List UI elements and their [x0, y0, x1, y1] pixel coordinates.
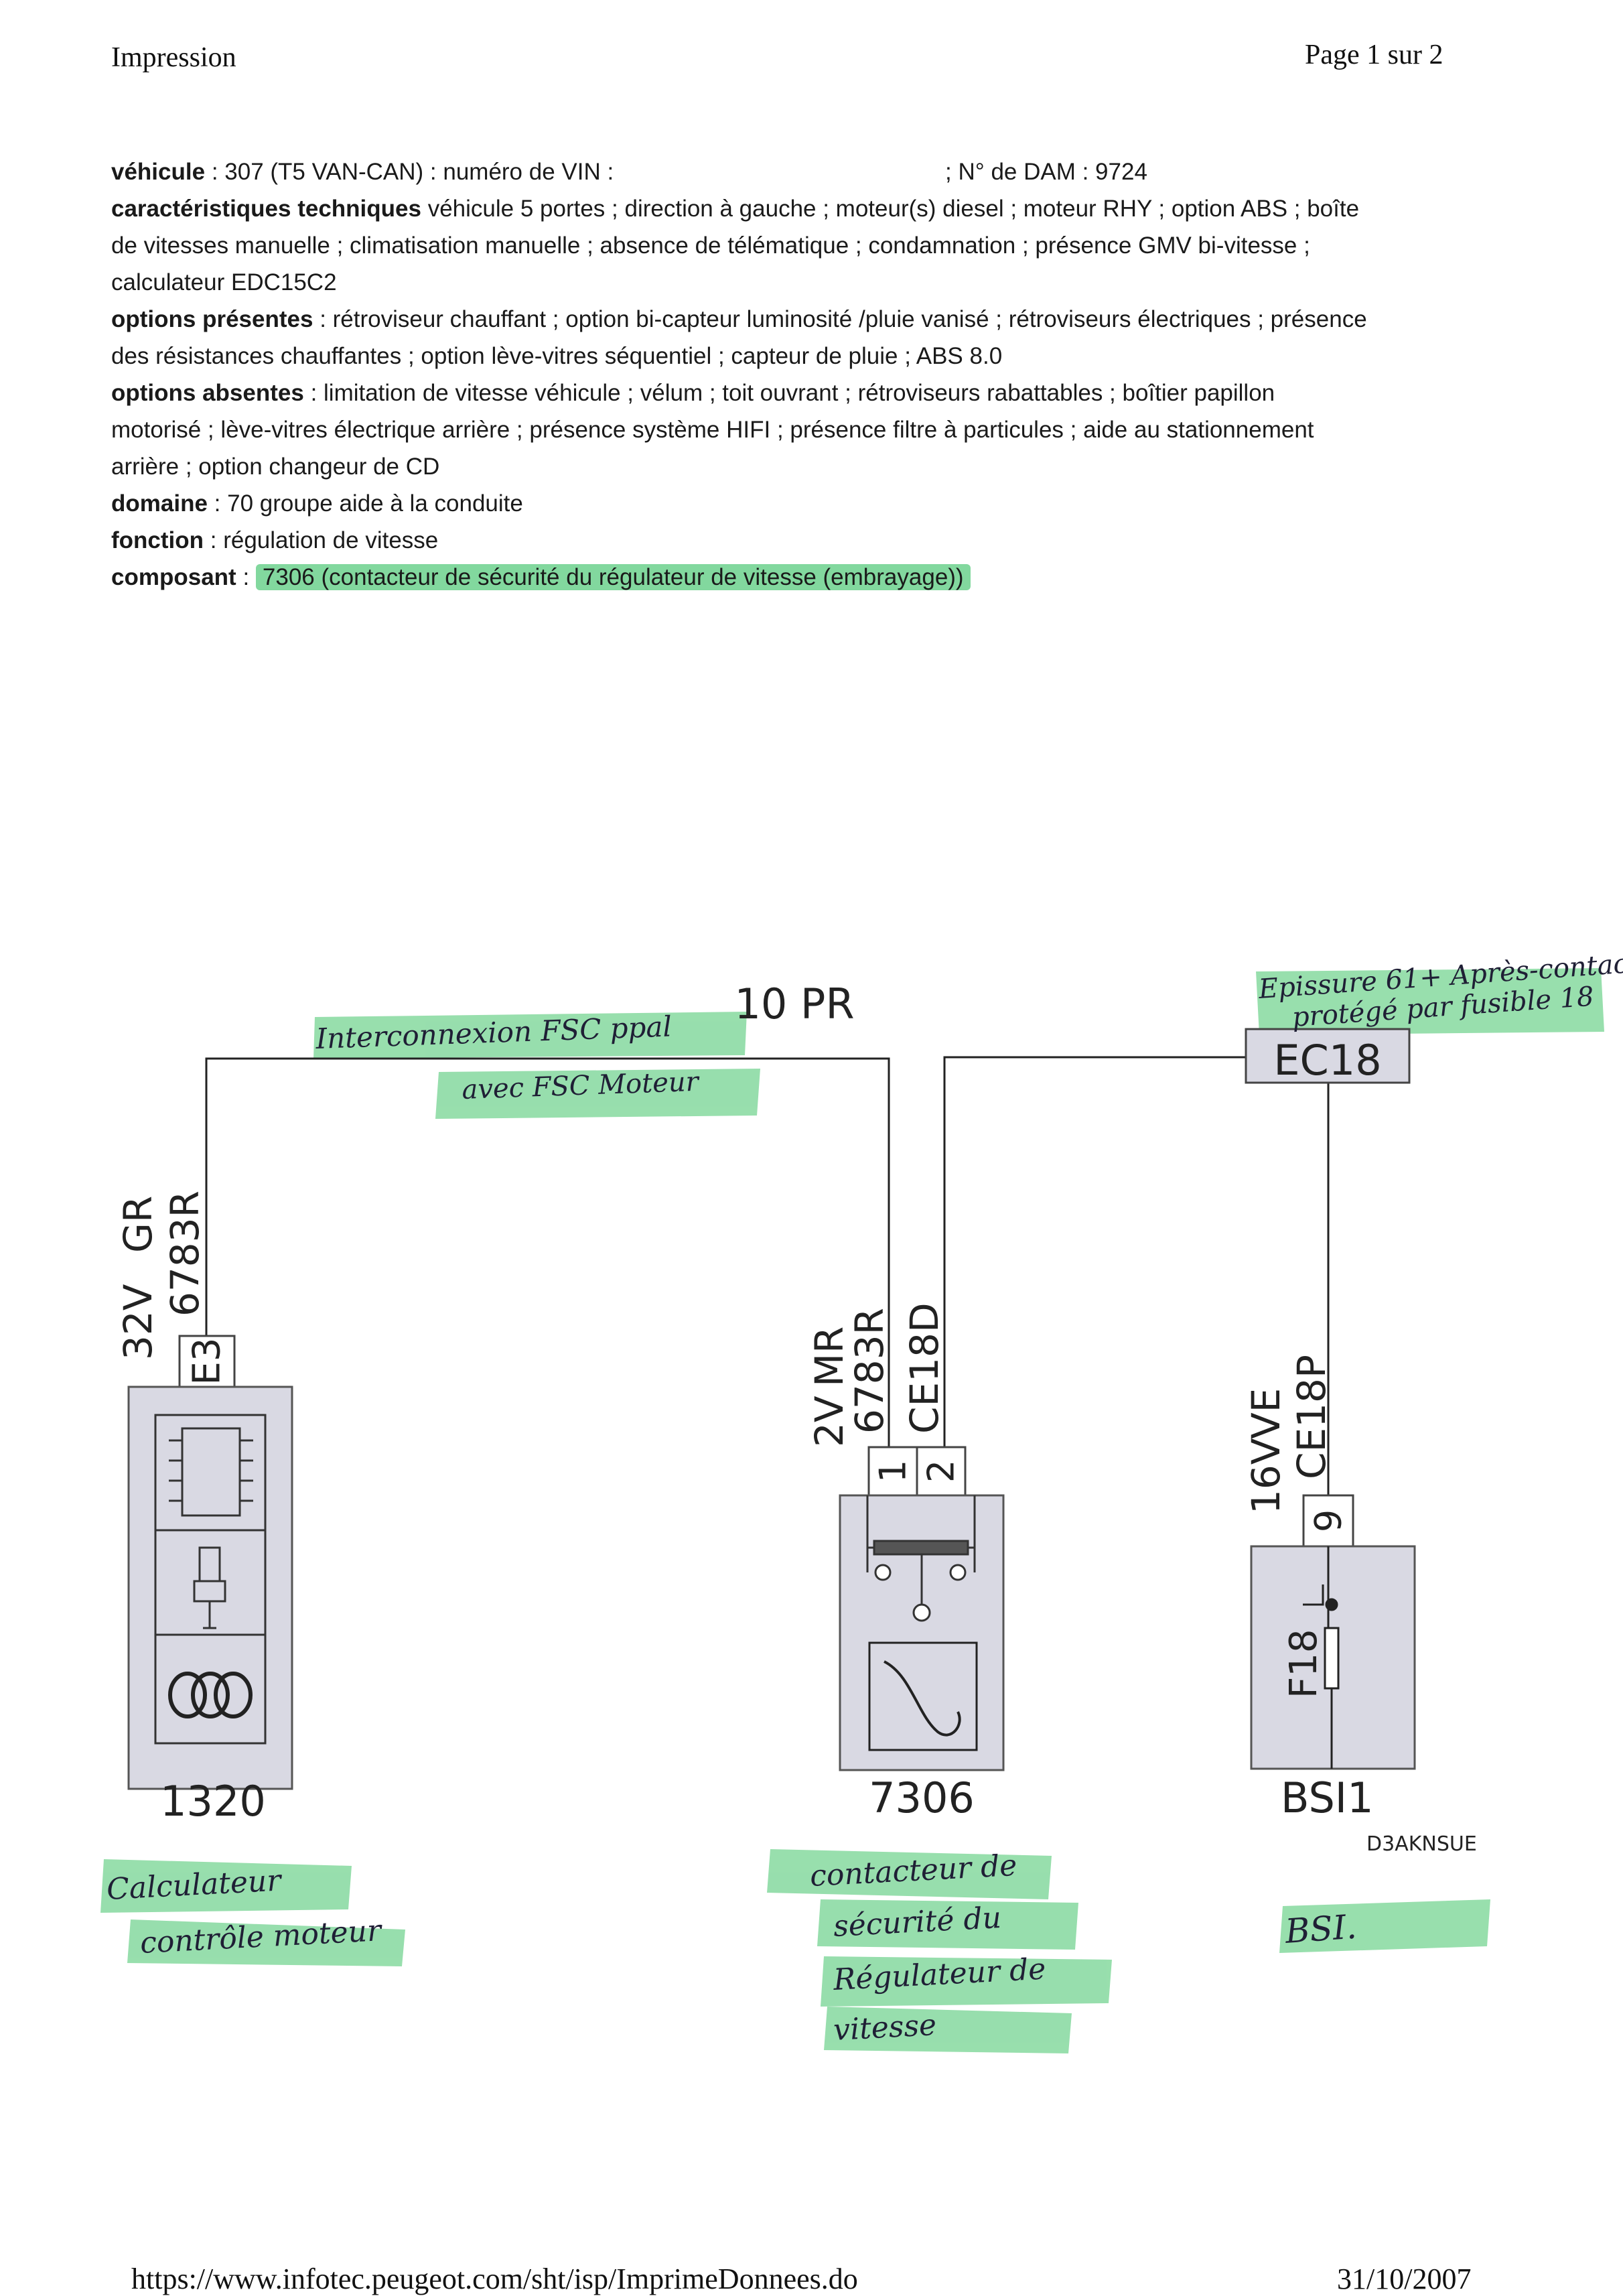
component-1320-inner: [154, 1414, 267, 1745]
composant-value: 7306 (contacteur de sécurité du régulate…: [255, 564, 971, 590]
switch-icon: [866, 1495, 976, 1622]
right-wire-section: 16V: [1243, 1438, 1289, 1514]
caracteristiques-line-1: caractéristiques techniques véhicule 5 p…: [111, 190, 1471, 227]
left-wire-section: 32V: [115, 1284, 161, 1360]
footer-date: 31/10/2007: [1337, 2263, 1472, 2295]
right-wire-ref: CE18P: [1289, 1355, 1334, 1479]
highlight-bsi: [1279, 1899, 1490, 1953]
options-presentes-label: options présentes: [111, 306, 313, 332]
note-contact-4: vitesse: [833, 2008, 937, 2047]
splice-ec18-box: [1245, 1028, 1411, 1084]
component-bsi1-label: BSI1: [1281, 1773, 1374, 1822]
component-1320-label: 1320: [160, 1777, 266, 1826]
vehicule-value: : 307 (T5 VAN-CAN) : numéro de VIN :: [211, 159, 614, 185]
coil-icon: [168, 1672, 253, 1718]
chip-icon: [169, 1427, 253, 1517]
highlight-splice-note: [1256, 968, 1604, 1035]
highlight-contact-2: [817, 1899, 1078, 1950]
component-7306-box: [839, 1494, 1005, 1771]
connector-e3-label: E3: [186, 1337, 229, 1385]
options-presentes-text-1: : rétroviseur chauffant ; option bi-capt…: [320, 306, 1367, 332]
highlight-interconnexion-2: [435, 1069, 760, 1119]
marker-highlights: [100, 968, 1604, 2053]
right-wire-color: VE: [1243, 1388, 1289, 1439]
composant-colon: :: [242, 564, 250, 590]
mid-wire-ref: 6783R: [847, 1308, 892, 1434]
wire-ce18d: [943, 1056, 1247, 1447]
dam-number: ; N° de DAM : 9724: [945, 159, 1147, 185]
options-presentes-line-1: options présentes : rétroviseur chauffan…: [111, 301, 1471, 338]
highlight-interconnexion-1: [313, 1012, 747, 1059]
caracteristiques-text-1: véhicule 5 portes ; direction à gauche ;…: [427, 196, 1360, 222]
splice-ec18-label: EC18: [1273, 1036, 1381, 1085]
left-wire-color: GR: [115, 1196, 161, 1253]
diagram-code: D3AKNSUE: [1366, 1832, 1477, 1856]
highlight-calc-1: [100, 1859, 352, 1913]
page-number: Page 1 sur 2: [1305, 40, 1443, 70]
mid-wire-section: 2V: [806, 1396, 852, 1447]
options-absentes-line-2: motorisé ; lève-vitres électrique arrièr…: [111, 417, 1314, 443]
options-absentes-text-1: : limitation de vitesse véhicule ; vélum…: [310, 380, 1275, 406]
pin-2-box: [916, 1446, 967, 1497]
vehicule-label: véhicule: [111, 159, 206, 185]
highlight-calc-2: [127, 1919, 405, 1966]
pin-2-label: 2: [920, 1460, 963, 1483]
options-absentes-line-3: arrière ; option changeur de CD: [111, 454, 440, 480]
options-presentes-line-2: des résistances chauffantes ; option lèv…: [111, 343, 1003, 369]
wire-10pr: [205, 1057, 890, 1447]
fonction-label: fonction: [111, 527, 204, 553]
note-bsi: BSI.: [1283, 1907, 1358, 1951]
highlight-contact-3: [821, 1956, 1112, 2007]
pedal-icon: [868, 1641, 978, 1751]
footer-url: https://www.infotec.peugeot.com/sht/isp/…: [131, 2263, 858, 2295]
wire-top-label: 10 PR: [734, 980, 854, 1028]
caracteristiques-label: caractéristiques techniques: [111, 196, 421, 222]
highlight-contact-4: [824, 2007, 1072, 2053]
vehicule-line: véhicule : 307 (T5 VAN-CAN) : numéro de …: [111, 153, 1471, 190]
domaine-value: : 70 groupe aide à la conduite: [214, 490, 523, 517]
injector-icon: [193, 1546, 226, 1629]
mid-wire-color: MR: [806, 1327, 852, 1387]
fuse-label: F18: [1282, 1629, 1326, 1698]
composant-line: composant : 7306 (contacteur de sécurité…: [111, 559, 1471, 596]
fuse-icon: [1303, 1546, 1340, 1769]
component-7306-label: 7306: [869, 1773, 975, 1822]
connector-e3: [178, 1335, 236, 1388]
fonction-line: fonction : régulation de vitesse: [111, 522, 1471, 559]
domaine-line: domaine : 70 groupe aide à la conduite: [111, 485, 1471, 522]
mid-wire-ref2: CE18D: [902, 1302, 947, 1434]
left-wire-ref: 6783R: [162, 1191, 208, 1316]
wires: [205, 1056, 1330, 1495]
options-absentes-label: options absentes: [111, 380, 304, 406]
component-1320-box: [127, 1386, 293, 1790]
fonction-value: : régulation de vitesse: [210, 527, 439, 553]
domaine-label: domaine: [111, 490, 208, 517]
options-absentes-line-1: options absentes : limitation de vitesse…: [111, 375, 1471, 411]
composant-label: composant: [111, 564, 236, 590]
print-title: Impression: [111, 42, 236, 73]
caracteristiques-line-3: calculateur EDC15C2: [111, 269, 337, 295]
highlight-contact-1: [767, 1849, 1052, 1899]
pin-9-label: 9: [1308, 1509, 1350, 1532]
caracteristiques-line-2: de vitesses manuelle ; climatisation man…: [111, 232, 1310, 259]
pin-1-label: 1: [872, 1460, 914, 1483]
